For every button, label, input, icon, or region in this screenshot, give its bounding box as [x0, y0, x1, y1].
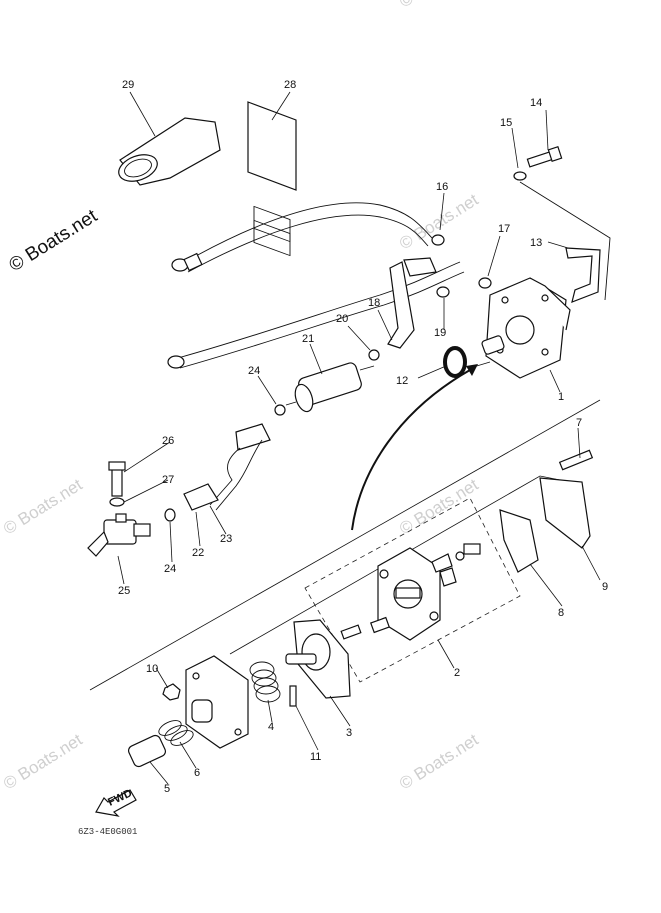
callout-5: 5 — [164, 783, 170, 795]
callout-20: 20 — [336, 313, 348, 325]
callout-12: 12 — [396, 375, 408, 387]
diagram-code: 6Z3-4E0G001 — [78, 827, 137, 837]
clip-16 — [431, 234, 445, 246]
callout-22: 22 — [192, 547, 204, 559]
label-plate — [247, 101, 297, 257]
hose-end — [183, 252, 203, 272]
watermark: © Boats.net — [0, 475, 86, 538]
callout-19: 19 — [434, 327, 446, 339]
bracket-13 — [565, 247, 601, 303]
nut-10 — [162, 683, 181, 701]
o-ring-12 — [443, 346, 467, 378]
callout-24-lower: 24 — [164, 563, 176, 575]
gasket-8 — [499, 509, 539, 573]
callout-3: 3 — [346, 727, 352, 739]
cover-9 — [539, 477, 591, 549]
callout-29: 29 — [122, 79, 134, 91]
diaphragm — [285, 619, 351, 699]
callout-7: 7 — [576, 417, 582, 429]
hose-18 — [387, 261, 415, 349]
watermark: © Boats.net — [396, 0, 482, 11]
spring-6 — [158, 720, 194, 746]
lower-assembly — [127, 449, 594, 768]
screw-14-head — [547, 145, 563, 163]
section-divider — [89, 399, 601, 691]
pump-cover — [185, 655, 249, 749]
bracket-line — [519, 181, 611, 301]
hose-22 — [183, 483, 219, 511]
fuel-pump-assembly — [481, 277, 571, 379]
pin-11 — [289, 685, 297, 707]
callout-8: 8 — [558, 607, 564, 619]
pump-body-2 — [377, 547, 457, 641]
clip-19 — [436, 286, 450, 298]
fuel-hose-lower-inner — [179, 271, 465, 369]
clip-20 — [368, 349, 380, 361]
clip-24-lower — [164, 508, 176, 522]
fuel-hose-upper — [184, 202, 433, 263]
clip-17 — [478, 277, 492, 289]
hose-clip — [167, 355, 185, 369]
upper-assembly — [87, 101, 611, 557]
watermark: © Boats.net — [396, 730, 482, 793]
callout-24-upper: 24 — [248, 365, 260, 377]
bracket-lines — [229, 475, 561, 655]
washer-15 — [513, 171, 527, 181]
washer-27 — [109, 497, 125, 507]
fwd-arrow: FWD — [95, 787, 137, 817]
watermark: © Boats.net — [0, 730, 86, 793]
bolt-26 — [111, 467, 123, 497]
callouts: 29 28 14 15 16 17 13 18 20 19 21 12 1 24… — [118, 79, 608, 795]
callout-28: 28 — [284, 79, 296, 91]
callout-9: 9 — [602, 581, 608, 593]
bolt-26-head — [108, 461, 126, 471]
washer — [455, 551, 465, 561]
hose-23 — [235, 423, 271, 451]
fuel-joint — [87, 513, 151, 557]
callout-11: 11 — [310, 751, 321, 763]
callout-14: 14 — [530, 97, 542, 109]
watermark-main: © Boats.net — [6, 205, 102, 276]
screw-7 — [558, 449, 594, 471]
callout-10: 10 — [146, 663, 158, 675]
callout-17: 17 — [498, 223, 510, 235]
spring-4 — [249, 661, 281, 703]
callout-13: 13 — [530, 237, 542, 249]
callout-15: 15 — [500, 117, 512, 129]
plunger-5 — [127, 734, 167, 768]
callout-18: 18 — [368, 297, 380, 309]
fuel-hose-upper-inner — [187, 214, 429, 273]
callout-2: 2 — [454, 667, 460, 679]
hose-23-line-b — [215, 439, 263, 511]
callout-26: 26 — [162, 435, 174, 447]
valve-small — [370, 616, 390, 634]
intake-boot — [118, 117, 221, 186]
screw — [463, 543, 481, 555]
leader-lines — [117, 91, 601, 785]
hose-23-line — [209, 447, 241, 506]
callout-27: 27 — [162, 474, 174, 486]
fuel-filter — [285, 362, 375, 413]
callout-25: 25 — [118, 585, 130, 597]
callout-6: 6 — [194, 767, 200, 779]
callout-4: 4 — [268, 721, 274, 733]
callout-1: 1 — [558, 391, 564, 403]
screw-small — [340, 624, 362, 640]
callout-23: 23 — [220, 533, 232, 545]
clip-24-upper — [274, 404, 286, 416]
fuel-hose-lower — [177, 261, 461, 359]
watermark: © Boats.net — [396, 475, 482, 538]
section-arrow-head — [466, 364, 478, 376]
hose-joint — [403, 257, 437, 277]
callout-21: 21 — [302, 333, 314, 345]
section-arrow-curve — [351, 369, 471, 531]
callout-16: 16 — [436, 181, 448, 193]
valve — [431, 553, 453, 573]
